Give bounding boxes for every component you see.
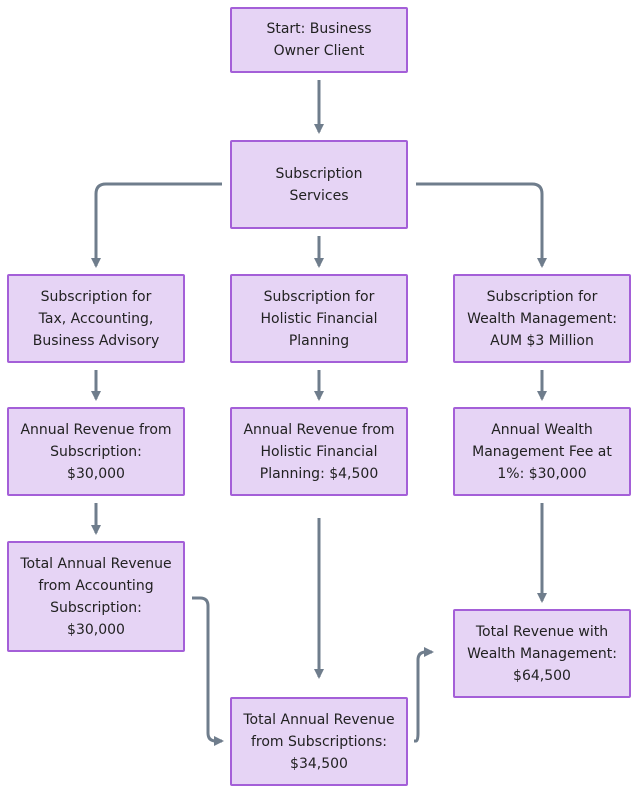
node-revenue-holistic-line: Holistic Financial <box>260 443 378 460</box>
node-subscription-wealth-line: AUM $3 Million <box>490 332 594 349</box>
node-start-line: Owner Client <box>273 43 365 59</box>
node-subscription-holistic-line: Planning <box>288 332 350 349</box>
edge-total-subscriptions-to-total-wealth <box>414 647 434 743</box>
node-revenue-subscription: Annual Revenue from Subscription: $30,00… <box>7 407 185 496</box>
node-total-accounting-line: $30,000 <box>67 621 125 638</box>
node-total-subscriptions: Total Annual Revenue from Subscriptions:… <box>230 697 408 786</box>
node-subscription-services-line: Subscription <box>275 165 363 182</box>
node-total-subscriptions-line: $34,500 <box>290 755 348 772</box>
node-subscription-holistic-line: Subscription for <box>263 288 375 305</box>
node-total-accounting-line: Total Annual Revenue <box>20 555 172 572</box>
node-revenue-holistic-line: Annual Revenue from <box>243 421 395 438</box>
node-fee-wealth-line: Annual Wealth <box>491 421 593 438</box>
node-subscription-holistic-line: Holistic Financial <box>260 310 378 327</box>
node-start: Start: Business Owner Client <box>230 7 408 73</box>
node-subscription-wealth: Subscription for Wealth Management: AUM … <box>453 274 631 363</box>
edge-total-accounting-to-total-subscriptions <box>192 596 224 746</box>
node-fee-wealth: Annual Wealth Management Fee at 1%: $30,… <box>453 407 631 496</box>
node-total-accounting: Total Annual Revenue from Accounting Sub… <box>7 541 185 652</box>
node-subscription-tax-line: Business Advisory <box>32 332 160 349</box>
node-subscription-wealth-line: Wealth Management: <box>467 310 617 327</box>
node-total-wealth-line: $64,500 <box>513 667 571 684</box>
node-subscription-tax-line: Tax, Accounting, <box>38 310 154 327</box>
node-revenue-subscription-line: $30,000 <box>67 465 125 482</box>
node-subscription-holistic: Subscription for Holistic Financial Plan… <box>230 274 408 363</box>
edge-services-to-tax <box>91 182 222 268</box>
node-start-line: Start: Business <box>266 21 372 37</box>
node-subscription-tax-line: Subscription for <box>40 288 152 305</box>
node-total-wealth-line: Wealth Management: <box>467 645 617 662</box>
node-total-accounting-line: Subscription: <box>50 599 142 616</box>
node-revenue-holistic-line: Planning: $4,500 <box>259 465 379 482</box>
node-total-subscriptions-line: Total Annual Revenue <box>243 711 395 728</box>
node-revenue-subscription-line: Annual Revenue from <box>20 421 172 438</box>
node-subscription-wealth-line: Subscription for <box>486 288 598 305</box>
node-fee-wealth-line: 1%: $30,000 <box>497 465 587 482</box>
node-subscription-services-line: Services <box>289 187 349 204</box>
node-subscription-tax: Subscription for Tax, Accounting, Busine… <box>7 274 185 363</box>
node-total-subscriptions-line: from Subscriptions: <box>250 733 387 750</box>
node-total-accounting-line: from Accounting <box>38 577 154 594</box>
node-fee-wealth-line: Management Fee at <box>472 443 612 460</box>
node-subscription-services: Subscription Services <box>230 140 408 229</box>
node-total-wealth: Total Revenue with Wealth Management: $6… <box>453 609 631 698</box>
node-revenue-subscription-line: Subscription: <box>50 443 142 460</box>
node-revenue-holistic: Annual Revenue from Holistic Financial P… <box>230 407 408 496</box>
edge-services-to-wealth <box>416 182 547 268</box>
node-total-wealth-line: Total Revenue with <box>475 623 609 640</box>
